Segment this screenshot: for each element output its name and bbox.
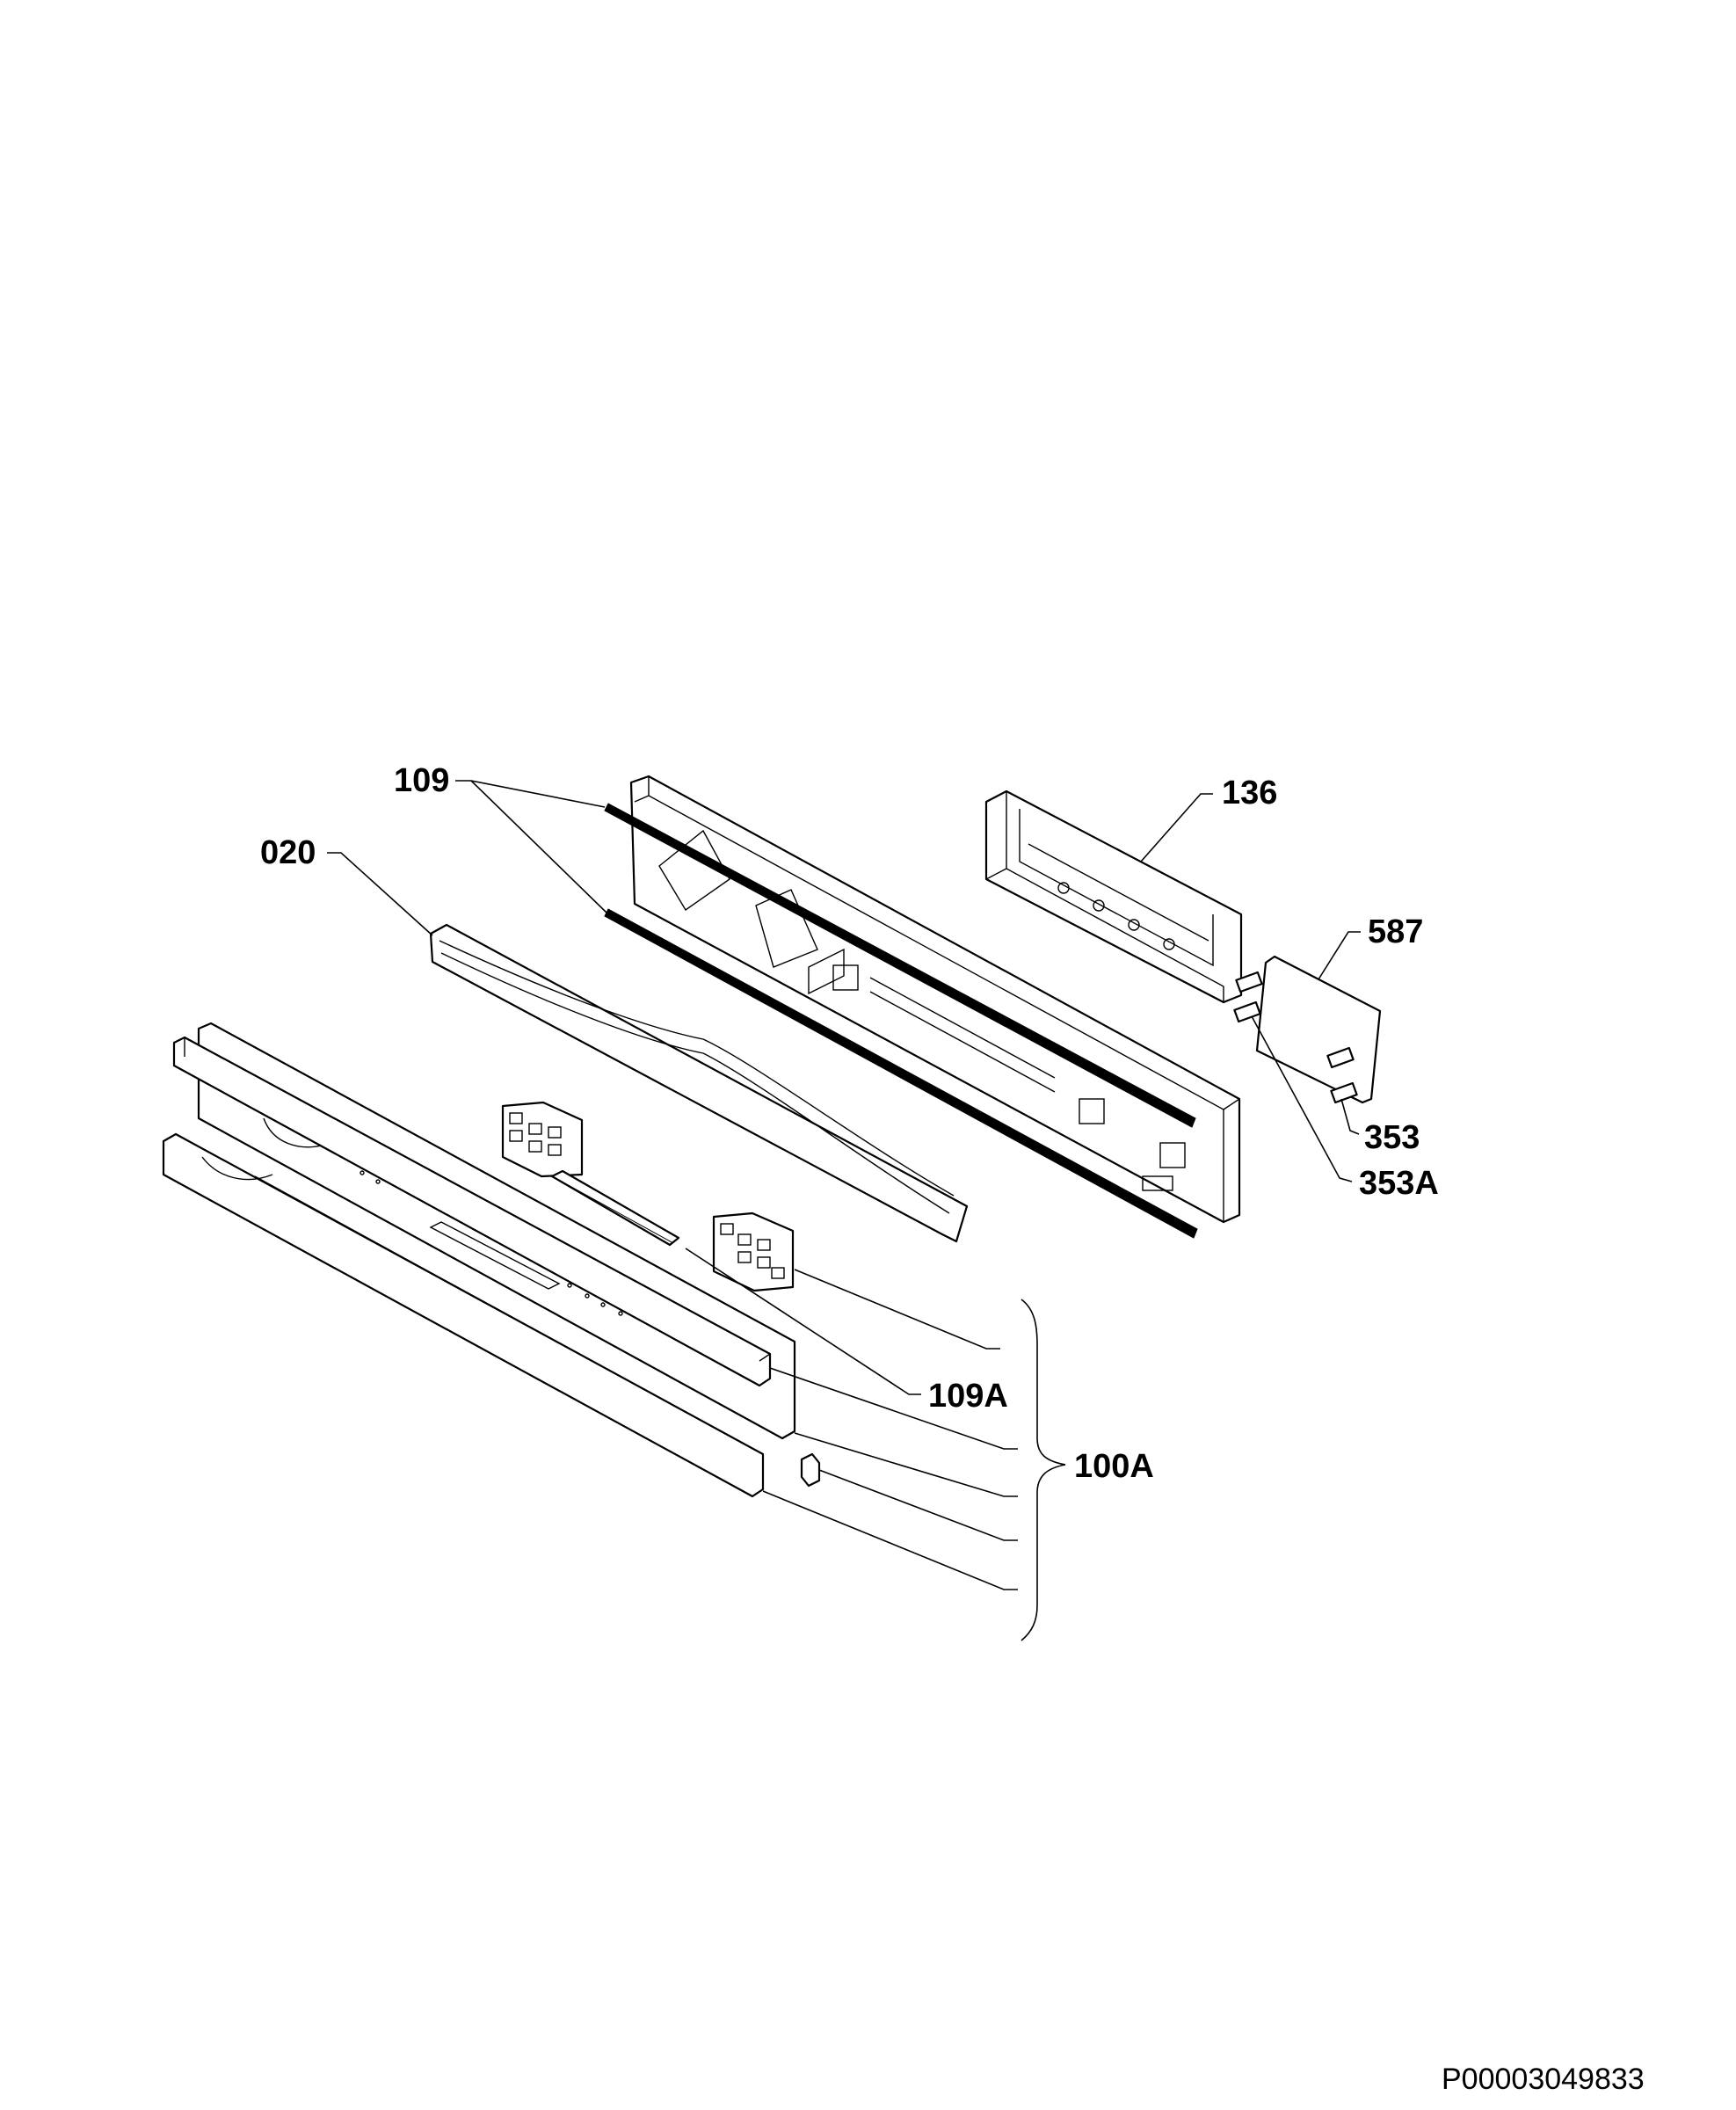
callout-353A: 353A xyxy=(1359,1165,1439,1202)
callout-109: 109 xyxy=(394,762,449,799)
front-panel-glass xyxy=(172,1036,772,1387)
callout-020: 020 xyxy=(260,834,316,871)
part-587-circuit-board xyxy=(1255,955,1382,1104)
lower-trim-profile xyxy=(162,1132,765,1498)
part-353-connectors xyxy=(1233,971,1358,1104)
callout-109A: 109A xyxy=(928,1378,1008,1415)
button-membrane-left xyxy=(501,1101,584,1178)
callout-587: 587 xyxy=(1368,913,1423,950)
part-020-trim-strip xyxy=(429,923,969,1243)
callout-100A: 100A xyxy=(1074,1448,1154,1485)
callout-bracket-100A xyxy=(1021,1299,1066,1641)
leader-lines xyxy=(327,780,1361,1590)
callout-353: 353 xyxy=(1364,1119,1420,1156)
part-109-gasket-strips xyxy=(604,803,1198,1239)
small-clip xyxy=(800,1452,821,1488)
drawing-number: P00003049833 xyxy=(1442,2063,1645,2096)
part-136-module-housing xyxy=(984,789,1243,1004)
control-panel-frame xyxy=(629,775,1241,1224)
part-109A-display-strip xyxy=(550,1169,680,1247)
callout-136: 136 xyxy=(1222,775,1277,811)
button-membrane-right xyxy=(712,1211,795,1292)
